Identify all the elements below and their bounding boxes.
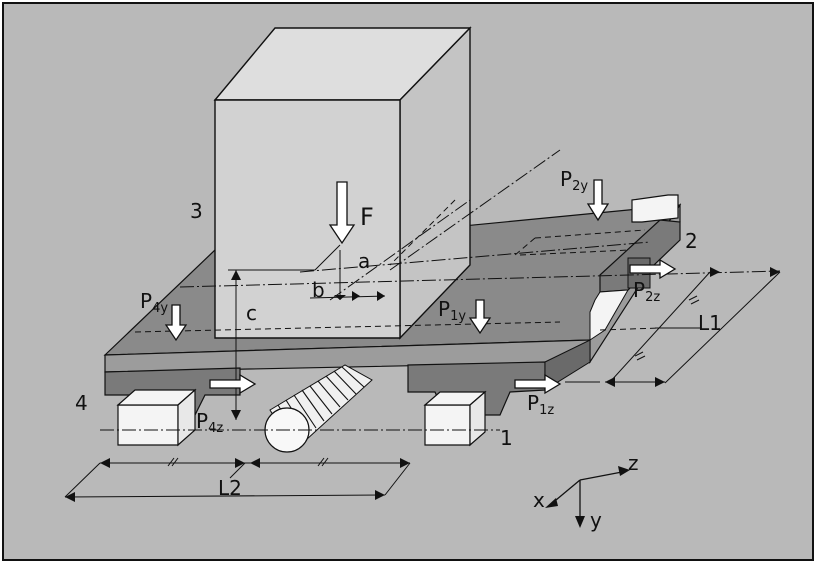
label-dim-c: c — [246, 301, 257, 325]
tick-marks — [167, 295, 700, 467]
label-axis-y: y — [590, 508, 602, 532]
dimension-arrowheads — [65, 267, 780, 502]
rail-cube-1 — [423, 390, 487, 447]
label-p1y: P1y — [438, 297, 466, 324]
arrow-F — [328, 181, 356, 245]
label-component-1: 1 — [500, 426, 513, 450]
label-component-2: 2 — [685, 229, 698, 253]
coordinate-arrowheads — [545, 466, 630, 528]
arrow-P2z — [629, 258, 677, 280]
hidden-lines — [134, 199, 661, 333]
force-arrows — [164, 179, 610, 342]
label-p4z: P4z — [196, 409, 223, 436]
label-component-4: 4 — [75, 391, 88, 415]
arrow-P2y — [586, 179, 610, 222]
label-dim-L1: L1 — [698, 311, 722, 335]
lateral-arrows — [209, 258, 677, 395]
arrow-P4z — [209, 373, 257, 395]
block-front — [214, 99, 401, 339]
label-dim-b: b — [312, 278, 325, 302]
label-axis-x: x — [533, 488, 545, 512]
label-component-3: 3 — [190, 199, 203, 223]
rail-cube-4 — [116, 388, 197, 447]
centerlines — [100, 149, 781, 431]
label-p2z: P2z — [633, 278, 660, 305]
rail-block-2 — [631, 194, 679, 223]
label-p1z: P1z — [527, 391, 554, 418]
label-dim-a: a — [358, 249, 370, 273]
arrow-P1z — [514, 373, 562, 395]
label-p2y: P2y — [560, 167, 588, 194]
arrow-P4y — [164, 304, 188, 342]
label-axis-z: z — [628, 451, 639, 475]
label-dim-L2: L2 — [218, 476, 242, 500]
label-force-F: F — [360, 203, 374, 231]
arrow-P1y — [468, 299, 492, 335]
label-p4y: P4y — [140, 289, 168, 316]
